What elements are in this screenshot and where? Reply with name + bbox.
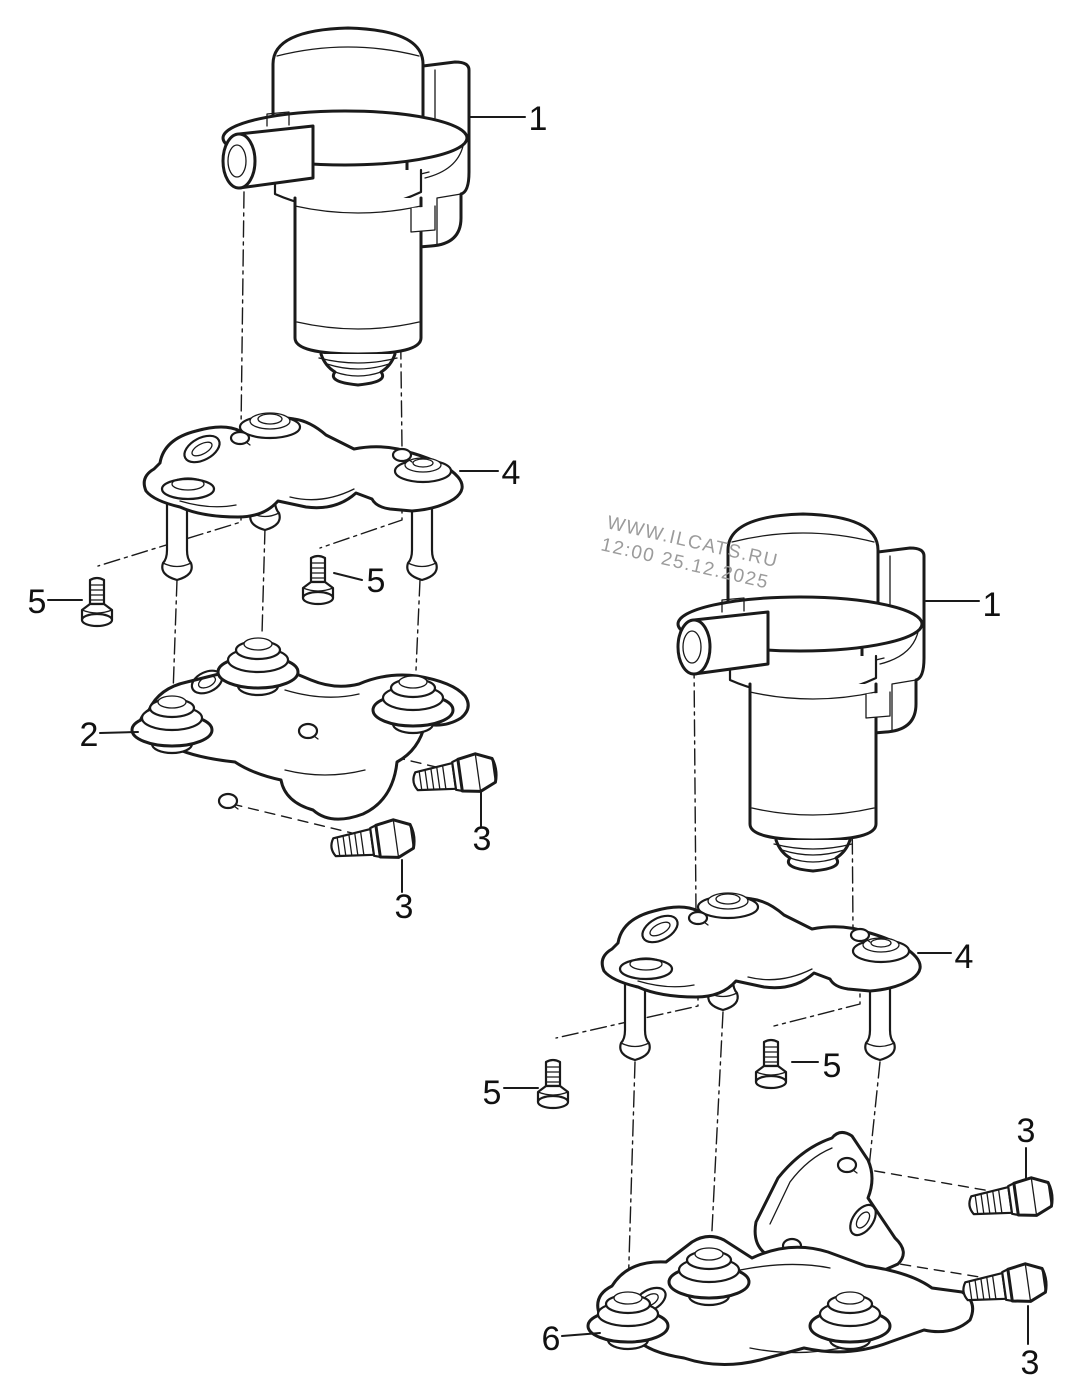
- bolt-3-b-lower-drawing: [959, 1259, 1050, 1312]
- bolt-3-a-upper-drawing: [409, 749, 500, 802]
- callout-pump-top: 1: [529, 100, 548, 138]
- callout-bracket-lower-front: 2: [80, 716, 99, 754]
- callout-bracket-upper-bottom: 4: [955, 938, 974, 976]
- lower-bracket-rear-drawing: [586, 1131, 975, 1367]
- callout-screw-b-right: 5: [823, 1047, 842, 1085]
- callout-leader-lines: [47, 116, 1029, 1345]
- screw-5-a-middle-drawing: [301, 554, 335, 606]
- callout-pump-bottom: 1: [983, 586, 1002, 624]
- screw-5-b-right-drawing: [754, 1038, 788, 1090]
- bolt-3-a-lower-drawing: [327, 815, 418, 868]
- upper-bracket-top-drawing: [144, 413, 462, 580]
- screw-5-a-left-drawing: [80, 576, 114, 628]
- callout-screw-a-left: 5: [28, 583, 47, 621]
- callout-bolt-a-upper: 3: [473, 820, 492, 858]
- callout-screw-b-left: 5: [483, 1074, 502, 1112]
- callout-bracket-lower-rear: 6: [542, 1320, 561, 1358]
- callout-bolt-a-lower: 3: [395, 888, 414, 926]
- callout-bolt-b-lower: 3: [1021, 1344, 1040, 1382]
- callout-bolt-b-upper: 3: [1017, 1112, 1036, 1150]
- callout-bracket-upper-top: 4: [502, 454, 521, 492]
- screw-5-b-left-drawing: [536, 1058, 570, 1110]
- upper-bracket-bottom-drawing: [602, 893, 920, 1060]
- vacuum-pump-top-drawing: [221, 26, 471, 387]
- bolt-3-b-upper-drawing: [965, 1173, 1056, 1226]
- callout-screw-a-middle: 5: [367, 562, 386, 600]
- lower-bracket-front-drawing: [130, 636, 470, 821]
